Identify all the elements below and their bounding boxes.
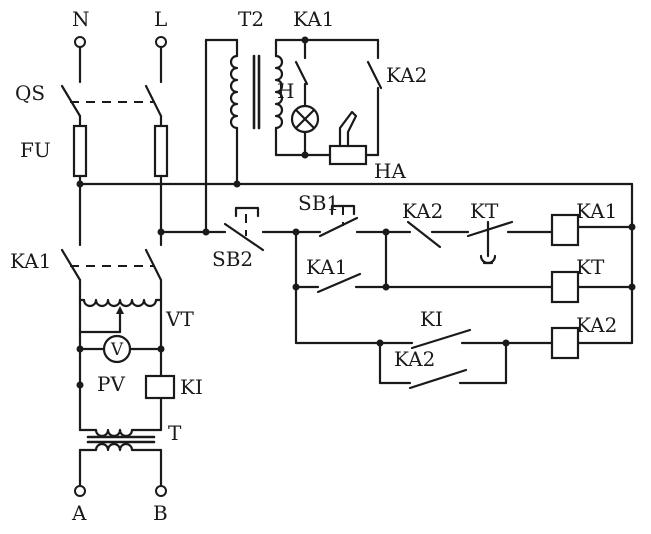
kt-coil [550,270,580,304]
vt-autotransformer [78,298,163,334]
label-ka1-top: KA1 [293,7,334,31]
alarm-circuit [274,36,383,166]
label-t: T [168,421,182,445]
label-n: N [72,7,90,31]
label-sb1: SB1 [298,191,339,215]
t-transformer [78,428,163,487]
upper-bus [76,180,634,188]
fu-fuses [72,124,169,247]
lamp-h [290,104,320,134]
label-qs: QS [15,81,45,105]
terminal-a [74,485,86,497]
label-fu: FU [20,138,51,162]
label-b: B [153,501,168,525]
sb1-button [292,204,388,238]
voltmeter-v-label: V [110,340,124,360]
supply-terminal-n [74,36,86,48]
label-vt: VT [165,307,194,331]
sb2-button [204,206,298,252]
label-ka1-hold: KA1 [306,255,347,279]
label-t2: T2 [238,7,264,31]
ka1-coil-rung [382,220,554,265]
label-l: L [154,7,167,31]
ka2-rung [294,328,554,390]
label-a: A [71,501,87,525]
ka1-main-contacts [60,248,163,302]
horn-ha [328,110,368,166]
voltmeter-pv: V [102,334,132,364]
t2-transformer [204,38,284,234]
label-sb2: SB2 [212,247,253,271]
ka2-coil [550,326,580,360]
label-kt-rung1: KT [470,199,499,223]
label-ka2-top: KA2 [386,63,427,87]
label-ka2-coil: KA2 [576,313,617,337]
qs-switch [60,45,163,128]
terminal-b [155,485,167,497]
supply-terminal-l [155,36,167,48]
label-kt-coil: KT [576,255,605,279]
label-ka2-hold: KA2 [394,347,435,371]
label-pv: PV [97,372,125,396]
label-ha: HA [374,159,406,183]
ki-current-relay [144,374,176,400]
label-ki-coil: KI [180,375,203,399]
label-ka1-coil: KA1 [576,199,617,223]
label-ki-contact: KI [420,307,443,331]
right-return-bus [576,182,636,345]
label-ka1-main: KA1 [10,249,51,273]
ka1-coil [550,213,580,247]
label-h: H [277,79,294,103]
ka1-hold-contact [292,230,554,345]
label-ka2-rung1: KA2 [402,199,443,223]
measuring-branch [76,298,165,432]
lower-supply-line [157,228,210,236]
